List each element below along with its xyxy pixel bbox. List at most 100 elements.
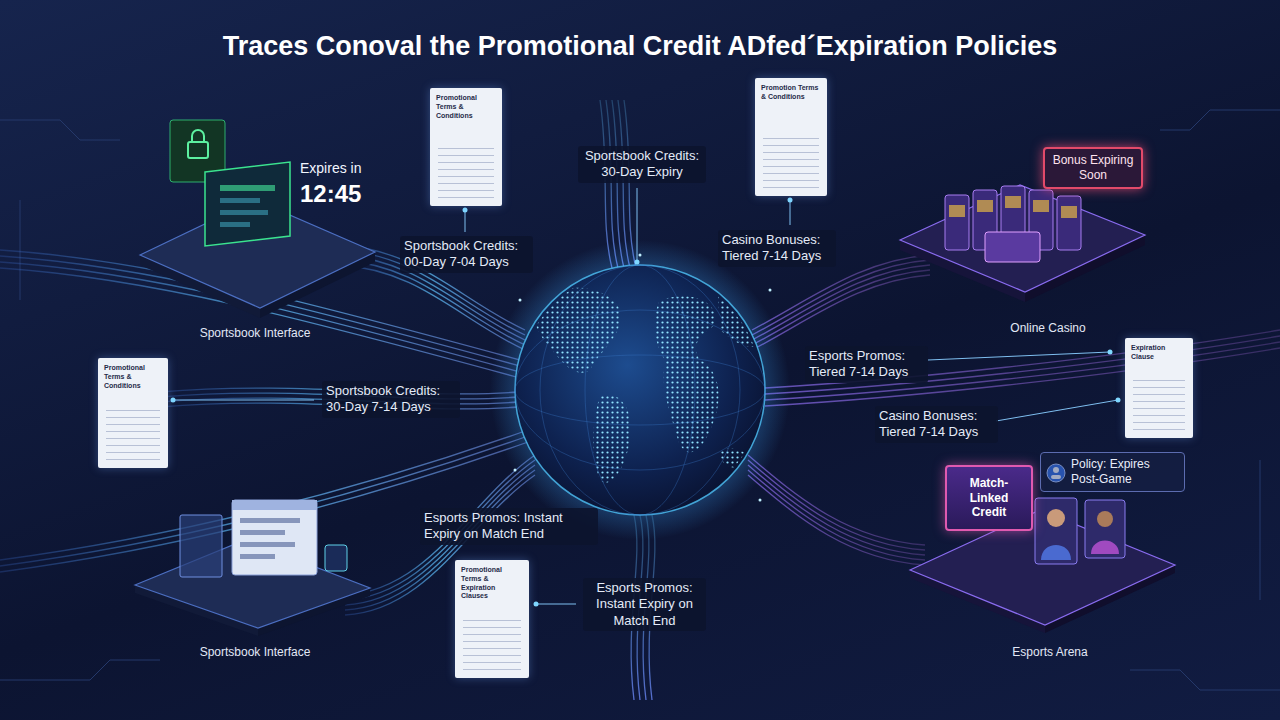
data-flow-bundle [748, 460, 925, 550]
data-flow-bundle [748, 255, 1280, 565]
leader-line [465, 210, 466, 232]
globe [655, 296, 719, 452]
data-flow-bundle [340, 260, 525, 345]
document-heading: Promotional Terms & Expiration Clauses [461, 566, 523, 601]
sportsbook-platform [220, 210, 268, 215]
leader-dot [534, 602, 539, 607]
leader-line [173, 188, 1118, 604]
circuit-decoration [0, 660, 160, 680]
leader-line [637, 188, 638, 260]
esports-platform [1085, 500, 1125, 558]
globe [514, 469, 517, 472]
casino-platform [900, 185, 1145, 302]
globe [490, 240, 790, 540]
timer-caption: Expires in [300, 160, 380, 177]
circuit-decoration [1130, 670, 1280, 690]
esports-platform [1047, 509, 1065, 527]
platform-label: Online Casino [948, 321, 1148, 335]
leader-line [996, 400, 1118, 421]
globe [490, 240, 790, 540]
data-flow-bundle [0, 100, 1280, 700]
leader-line [928, 352, 1110, 360]
sportsbook-platform [140, 120, 375, 318]
globe [639, 254, 642, 257]
flow-label: Esports Promos: Instant Expiry on Match … [420, 508, 598, 545]
casino-platform [949, 196, 1077, 218]
platform-node: Esports Arena Match-Linked Credit Policy: … [905, 440, 1180, 668]
terms-document: Promotional Terms & Expiration Clauses [455, 560, 529, 678]
circuit-decoration [0, 110, 1280, 690]
platform-label: Esports Arena [950, 645, 1150, 659]
sportsbook-platform [325, 545, 347, 571]
sportsbook-platform [232, 500, 317, 510]
casino-platform [985, 232, 1040, 262]
esports-platform [1041, 545, 1071, 560]
document-heading: Promotion Terms & Conditions [761, 84, 821, 102]
data-flow-bundle [340, 265, 525, 350]
globe [535, 288, 764, 483]
data-flow-bundle [748, 455, 925, 545]
sportsbook-platform [240, 518, 300, 523]
data-flow-bundle [600, 100, 612, 268]
circuit-decoration [20, 200, 21, 300]
data-flow-bundle [748, 470, 925, 560]
globe [759, 499, 762, 502]
globe [519, 299, 522, 302]
flow-label: Sportsbook Credits: 30-Day Expiry [578, 146, 706, 183]
sportsbook-platform [220, 185, 275, 191]
casino-platform [949, 205, 965, 217]
data-flow-bundle [765, 330, 1280, 388]
leader-dot [171, 198, 1121, 607]
globe [515, 355, 765, 425]
globe [515, 265, 765, 515]
platform-node: Sportsbook Interface [130, 495, 380, 665]
flow-label: Esports Promos: Tiered 7-14 Days [805, 346, 928, 383]
esports-platform [1091, 541, 1119, 555]
casino-platform [1057, 196, 1081, 250]
policy-text: Policy: Expires Post-Game [1071, 457, 1178, 487]
circuit-decoration [0, 120, 120, 140]
esports-platform [1035, 498, 1077, 564]
casino-platform [1033, 200, 1049, 212]
sportsbook-platform [240, 554, 275, 559]
bonus-sign: Bonus Expiring Soon [1043, 147, 1143, 189]
leader-dot [1116, 398, 1121, 403]
terms-document: Promotional Terms & Conditions [430, 88, 502, 206]
globe [718, 295, 764, 347]
leader-dot [463, 208, 468, 213]
terms-document: Expiration Clause [1125, 338, 1193, 438]
platform-label: Sportsbook Interface [130, 326, 380, 340]
data-flow-bundle [752, 265, 930, 340]
platform-node: Bonus Expiring SoonOnline Casino [895, 125, 1155, 340]
data-flow-bundle [765, 342, 1280, 400]
globe [515, 310, 765, 470]
sportsbook-platform [220, 222, 250, 227]
sportsbook-platform [192, 130, 204, 142]
flow-label: Sportsbook Credits: 00-Day 7-04 Days [400, 236, 533, 273]
circuit-decoration [1160, 110, 1280, 130]
diagram-title: Traces Conoval the Promotional Credit AD… [40, 30, 1240, 62]
sportsbook-platform [135, 500, 370, 636]
data-flow-bundle [748, 465, 925, 555]
globe [515, 265, 765, 515]
leader-line [173, 400, 314, 401]
sportsbook-platform [240, 530, 285, 535]
platform-node: Expires in 12:45Sportsbook Interface [130, 110, 380, 350]
circuit-decoration [1260, 460, 1261, 600]
esports-platform [1097, 511, 1113, 527]
data-flow-bundle [748, 475, 925, 565]
screen-text: Match-Linked Credit [953, 476, 1025, 519]
sportsbook-platform [232, 500, 317, 575]
casino-platform [977, 200, 993, 212]
casino-platform [1061, 206, 1077, 218]
flow-label: Casino Bonuses: Tiered 7-14 Days [718, 230, 836, 267]
platform-label: Sportsbook Interface [130, 645, 380, 659]
casino-platform [945, 195, 969, 250]
data-flow-bundle [752, 260, 930, 335]
policy-box: Policy: Expires Post-Game [1040, 452, 1185, 492]
sportsbook-platform [220, 198, 260, 203]
flow-label: Casino Bonuses: Tiered 7-14 Days [875, 406, 998, 443]
leader-dot [635, 260, 640, 265]
timer-value: 12:45 [300, 180, 380, 209]
